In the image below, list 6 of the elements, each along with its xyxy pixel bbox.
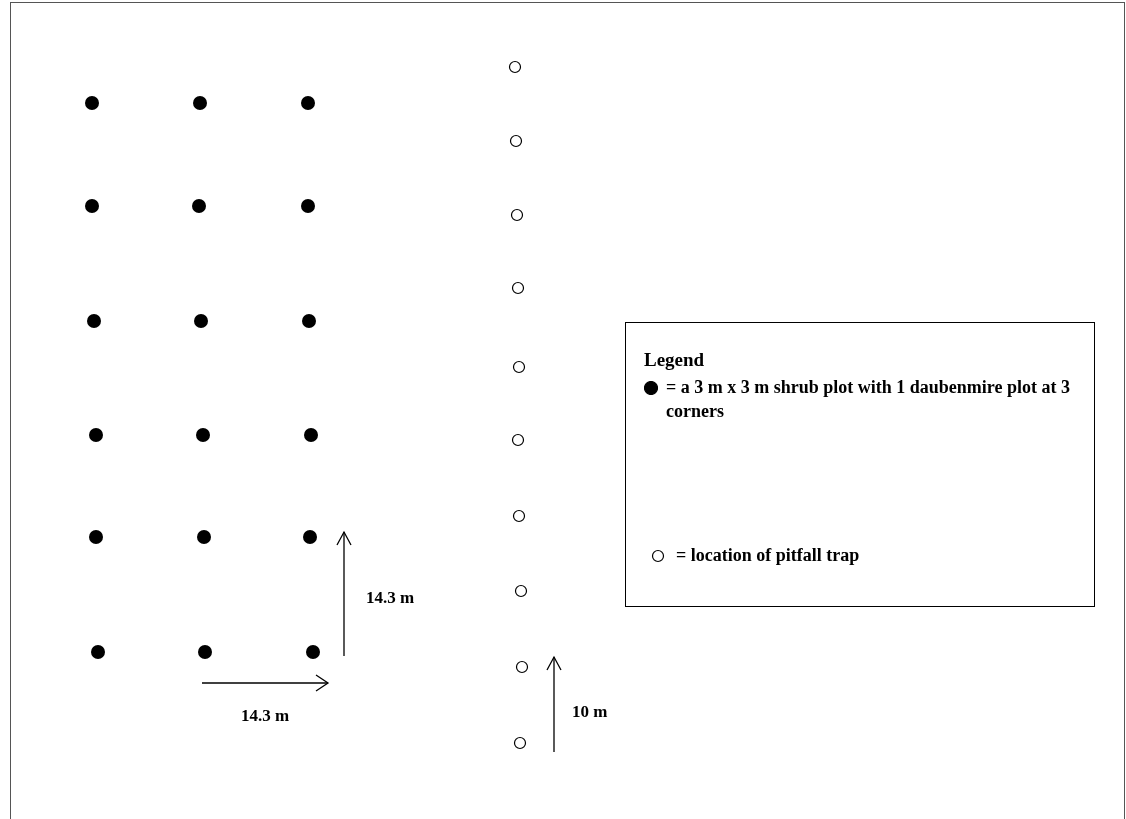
dimension-label: 14.3 m <box>366 588 415 608</box>
dimension-label: 14.3 m <box>241 706 290 726</box>
legend-text: = a 3 m x 3 m shrub plot with 1 daubenmire plot at 3 corners <box>666 376 1071 423</box>
legend-text: = location of pitfall trap <box>676 544 861 567</box>
legend-title: Legend <box>644 349 705 371</box>
dimension-label: 10 m <box>572 702 608 722</box>
